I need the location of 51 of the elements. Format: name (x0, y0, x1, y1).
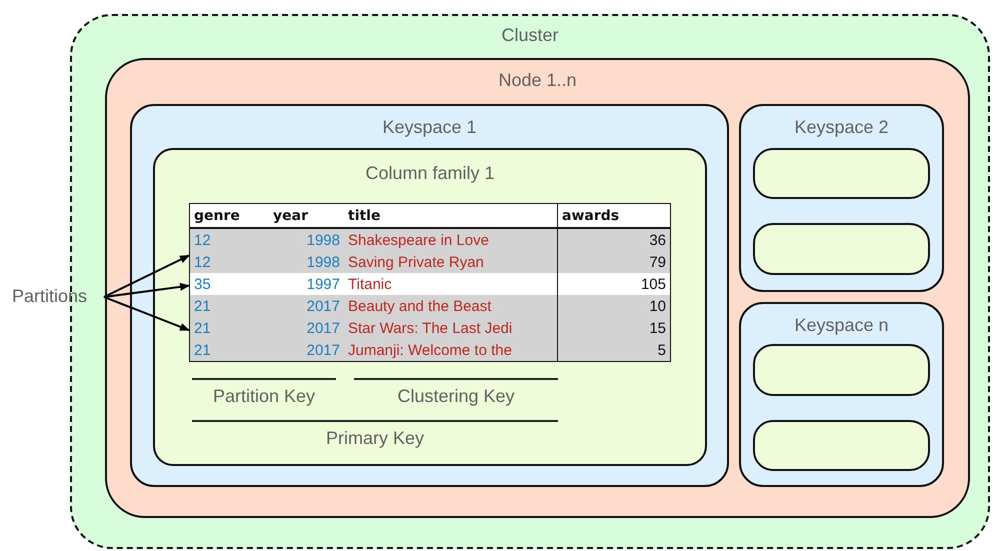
key-label: Partition Key (212, 386, 316, 407)
arrow (104, 282, 190, 298)
table-cell-text: 2017 (306, 340, 341, 360)
keyspace-container (130, 104, 729, 487)
table-cell-text: Titanic (347, 274, 393, 294)
column-family-container (153, 148, 707, 466)
table-cell-text: 12 (193, 252, 212, 272)
empty-column-family-box (753, 420, 930, 471)
table-cell-text: 1998 (306, 252, 341, 272)
table-cell-text: 1997 (306, 274, 341, 294)
column-header: genre (193, 206, 241, 226)
table-cell-text: Shakespeare in Love (347, 230, 490, 250)
arrow (104, 296, 190, 332)
arrow (104, 254, 190, 298)
container-title: Column family 1 (364, 163, 496, 184)
keyspace-container (739, 302, 944, 487)
table-cell: 79 (557, 251, 670, 273)
table-cell: 10 (557, 295, 670, 317)
table-cell-text: 1998 (306, 230, 341, 250)
column-header: awards (557, 204, 670, 227)
data-table (189, 203, 671, 362)
container-title: Node 1..n (497, 70, 578, 91)
container-title: Keyspace 2 (793, 117, 890, 138)
table-cell: 105 (557, 273, 670, 295)
table-cell-text: Beauty and the Beast (347, 296, 492, 316)
table-cell-text: Star Wars: The Last Jedi (347, 318, 514, 338)
container-title: Cluster (500, 25, 560, 46)
empty-column-family-box (753, 344, 930, 396)
table-cell-text: 21 (193, 318, 212, 338)
container-title: Keyspace 1 (381, 117, 478, 138)
table-cell-text: 21 (193, 340, 212, 360)
table-cell: 5 (557, 339, 670, 361)
table-cell-text: 2017 (306, 318, 341, 338)
table-cell-text: Jumanji: Welcome to the (347, 340, 513, 360)
table-cell: 36 (557, 229, 670, 251)
key-label: Primary Key (324, 428, 425, 449)
node-container (105, 58, 970, 518)
container-title: Keyspace n (793, 315, 890, 336)
table-cell-text: 2017 (306, 296, 341, 316)
column-header: year (272, 206, 309, 226)
table-cell-text: 12 (193, 230, 212, 250)
empty-column-family-box (753, 223, 930, 275)
empty-column-family-box (753, 148, 930, 199)
table-cell-text: Saving Private Ryan (347, 252, 485, 272)
key-label: Clustering Key (396, 386, 516, 407)
column-header: title (347, 206, 382, 226)
table-cell-text: 21 (193, 296, 212, 316)
label-text: Partitions (12, 286, 88, 307)
keyspace-container (739, 104, 944, 292)
table-cell: 15 (557, 317, 670, 339)
table-cell-text: 35 (193, 274, 212, 294)
